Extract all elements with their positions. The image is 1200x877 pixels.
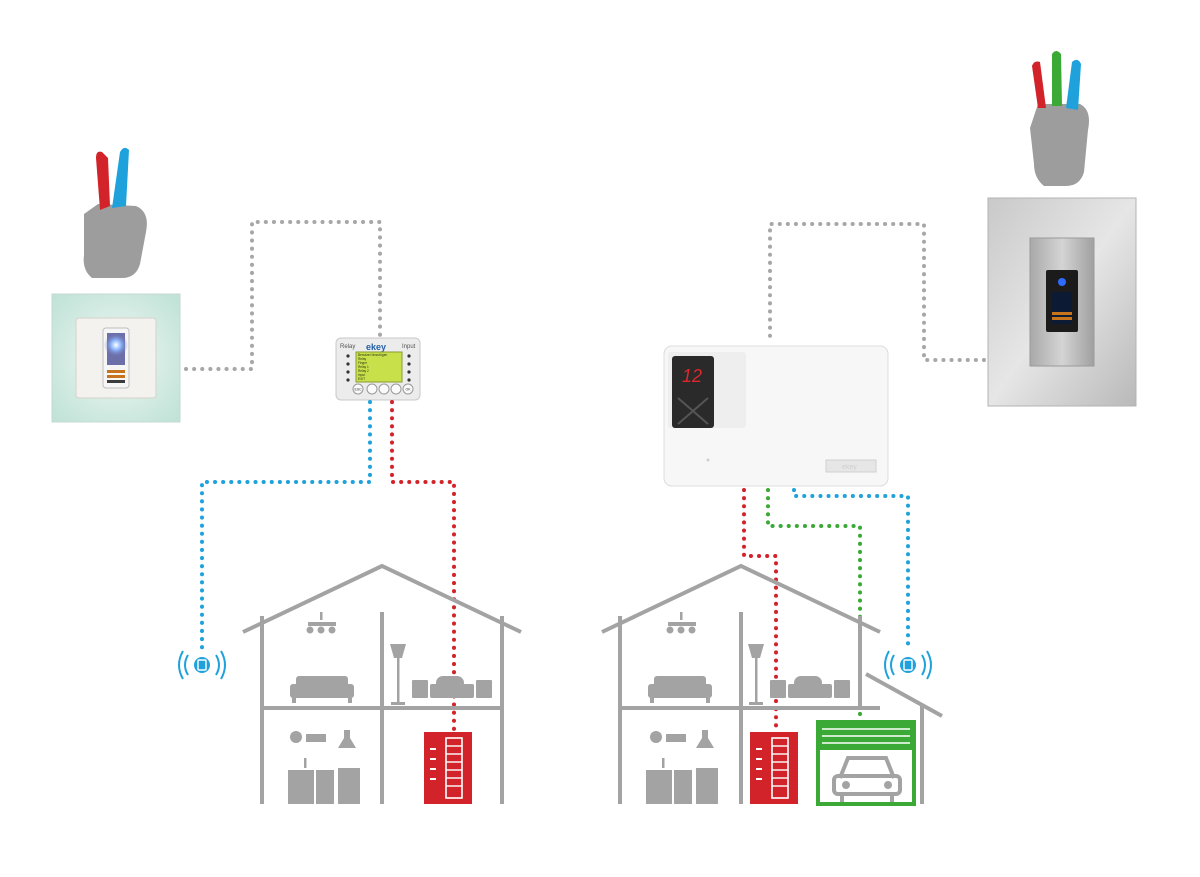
up-down-button[interactable] bbox=[378, 383, 390, 395]
ekey-controller-compact: Relay Input ekey Benutzer hinzufügen Rel… bbox=[335, 337, 421, 401]
keypad-x-icon bbox=[677, 397, 709, 425]
relay-red-line-left bbox=[390, 400, 456, 734]
house-right-furniture bbox=[646, 612, 850, 804]
lcd-text: Benutzer hinzufügen Relay Finger Relay 1… bbox=[358, 353, 387, 381]
svg-text:Relay: Relay bbox=[358, 357, 367, 361]
svg-text:Benutzer hinzufügen: Benutzer hinzufügen bbox=[358, 353, 387, 357]
stainless-fingerprint-reader bbox=[987, 197, 1137, 407]
three-finger-hand-icon bbox=[1030, 51, 1089, 186]
right-arrow-button[interactable] bbox=[390, 383, 402, 395]
ekey-controller-large: 12 ekey bbox=[663, 345, 889, 487]
left-arrow-button[interactable] bbox=[366, 383, 378, 395]
svg-text:Relay 1: Relay 1 bbox=[358, 365, 369, 369]
relay-leds bbox=[346, 354, 350, 382]
wireless-receiver-icon bbox=[884, 650, 932, 680]
blue-led-icon bbox=[104, 333, 128, 357]
relay-red-line-right bbox=[742, 488, 778, 734]
relay-label: Relay bbox=[340, 344, 355, 350]
svg-text:Relay 2: Relay 2 bbox=[358, 369, 369, 373]
house-right bbox=[601, 563, 943, 804]
relay-green-line-right bbox=[766, 488, 862, 720]
svg-text:Input: Input bbox=[358, 373, 365, 377]
two-finger-hand-icon bbox=[83, 147, 147, 278]
lcd-display bbox=[355, 351, 403, 383]
svg-text:EXIT: EXIT bbox=[358, 377, 365, 381]
glass-fingerprint-reader bbox=[51, 293, 181, 423]
ok-button[interactable] bbox=[402, 383, 414, 395]
segment-display-value: 12 bbox=[682, 366, 702, 386]
car-icon bbox=[832, 756, 902, 802]
esc-button[interactable] bbox=[352, 383, 364, 395]
controller-brand: ekey bbox=[366, 342, 386, 352]
house-left bbox=[242, 563, 522, 804]
house-left-furniture bbox=[288, 612, 492, 804]
brand-plate-text: ekey bbox=[842, 464, 857, 471]
ok-button-label: OK bbox=[406, 388, 412, 392]
relay-blue-line-left bbox=[200, 400, 372, 652]
red-door-right bbox=[750, 732, 798, 804]
bus-line-right bbox=[768, 222, 986, 362]
relay-blue-line-right bbox=[792, 488, 910, 652]
red-door-left bbox=[424, 732, 472, 804]
input-leds bbox=[407, 354, 411, 382]
svg-text:Finger: Finger bbox=[358, 361, 368, 365]
esc-button-label: ESC bbox=[355, 388, 363, 392]
blue-led-icon bbox=[1058, 278, 1066, 286]
bus-line-left bbox=[184, 220, 382, 371]
wireless-receiver-icon bbox=[178, 650, 226, 680]
garage-door bbox=[816, 720, 916, 806]
brand-plate bbox=[825, 459, 877, 473]
input-label: Input bbox=[402, 344, 416, 350]
